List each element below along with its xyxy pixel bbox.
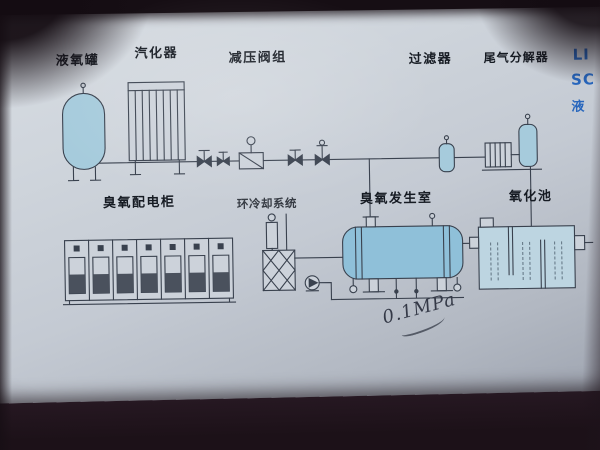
label-cooling-system: 环冷却系统 [236, 196, 298, 211]
label-tail-gas-decomposer: 尾气分解器 [483, 50, 549, 66]
oxidation-pool [468, 217, 594, 290]
ozone-generator [330, 212, 480, 301]
label-liquid-oxygen-tank: 液氧罐 [55, 53, 100, 69]
pressure-reducing-valve-group [196, 136, 330, 170]
ozone-power-cabinet [62, 237, 237, 306]
edge-text-line-1: LI [572, 45, 590, 64]
label-pressure-reducing-valves: 减压阀组 [228, 50, 287, 67]
label-oxidation-pool: 氧化池 [508, 189, 553, 205]
cooling-system [261, 213, 344, 301]
label-ozone-power-cabinet: 臭氧配电柜 [102, 194, 176, 212]
label-vaporizer: 汽化器 [134, 45, 179, 62]
paper-sheet: 液氧罐 汽化器 减压阀组 过滤器 尾气分解器 臭氧配电柜 环冷却系统 臭氧发生室… [0, 0, 600, 411]
edge-text-line-3: 液 [571, 99, 585, 115]
tail-gas-decomposer [481, 113, 543, 171]
label-ozone-generator: 臭氧发生室 [359, 190, 433, 208]
liquid-oxygen-tank [62, 82, 106, 182]
label-filter: 过滤器 [408, 51, 453, 68]
vaporizer [127, 81, 186, 176]
edge-text-line-2: SC [570, 70, 596, 89]
filter [438, 135, 455, 173]
